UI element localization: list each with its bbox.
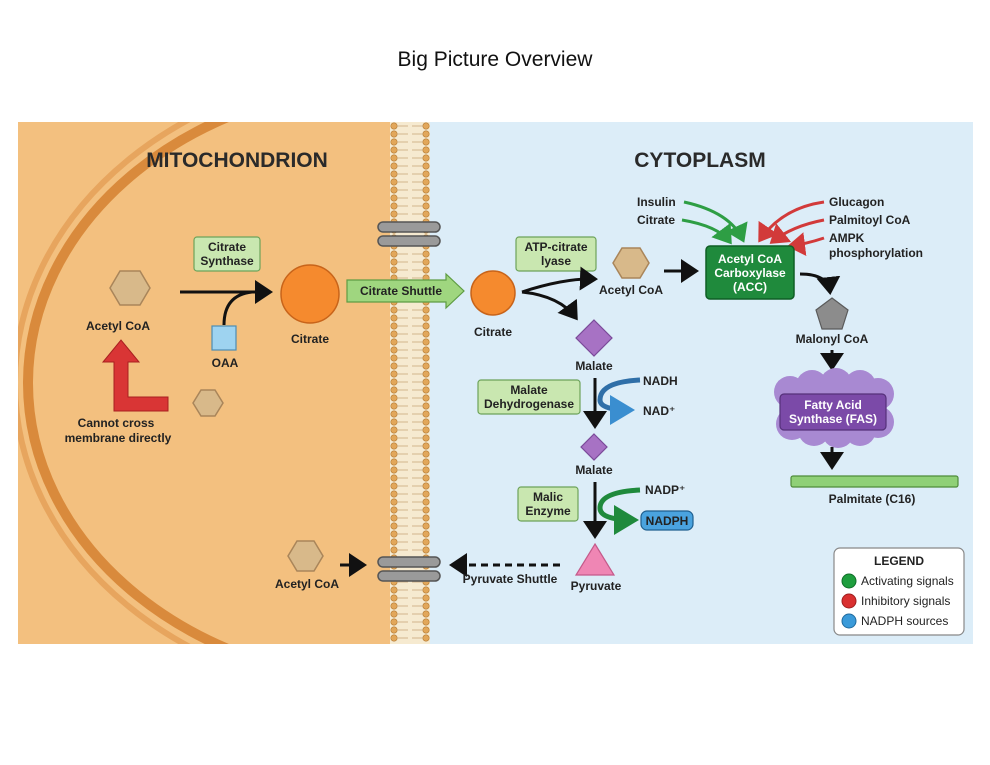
- cyto-citrate-label: Citrate: [474, 325, 512, 339]
- mito-citrate-label: Citrate: [291, 332, 329, 346]
- insulin-label: Insulin: [637, 195, 676, 209]
- legend-nadph-label: NADPH sources: [861, 614, 948, 628]
- citrate-shuttle-arrow: [346, 272, 465, 310]
- legend-nadph-swatch: [841, 613, 857, 629]
- oaa-join-curve: [222, 290, 253, 326]
- cytoplasm-heading: CYTOPLASM: [634, 149, 765, 172]
- citrate-synthase-label-1: Citrate: [208, 240, 246, 254]
- nadph-badge: [640, 510, 694, 531]
- palmitoyl-coa-label: Palmitoyl CoA: [829, 213, 911, 227]
- acc-label-3: (ACC): [733, 280, 767, 294]
- citrate-synthase-label-2: Synthase: [200, 254, 254, 268]
- oaa-square: [211, 325, 237, 351]
- malonyl-coa-label: Malonyl CoA: [796, 332, 869, 346]
- citrate-activation-arrow: [681, 218, 732, 245]
- ampk-inhibition-arrow: [787, 232, 825, 257]
- malate-label-1: Malate: [575, 359, 613, 373]
- acc-label-1: Acetyl CoA: [718, 252, 782, 266]
- nadh-curve: [597, 377, 641, 425]
- atp-citrate-lyase-label-1: ATP-citrate: [524, 240, 587, 254]
- nadp-curve: [597, 487, 641, 535]
- malate-diamond-2: [580, 433, 608, 461]
- atp-citrate-lyase-label-2: lyase: [541, 254, 571, 268]
- cyto-citrate-circle: [470, 270, 516, 316]
- acetyl-coa-hexagon: [109, 270, 151, 306]
- malate-dehydrogenase-label-2: Dehydrogenase: [484, 397, 574, 411]
- page-title: Big Picture Overview: [397, 48, 593, 71]
- ampk-label-1: AMPK: [829, 231, 865, 245]
- ampk-label-2: phosphorylation: [829, 246, 923, 260]
- acetyl-coa-hexagon-small: [192, 389, 224, 417]
- legend-title: LEGEND: [874, 554, 924, 568]
- mito-citrate-circle: [280, 264, 340, 324]
- acc-to-malonyl-arrow: [799, 272, 841, 295]
- malate-diamond: [575, 319, 613, 357]
- glucagon-label: Glucagon: [829, 195, 884, 209]
- pyruvate-channel: [377, 556, 441, 582]
- nadph-label: NADPH: [646, 514, 689, 528]
- legend-inhibitory-swatch: [841, 593, 857, 609]
- cannot-cross-label-1: Cannot cross: [78, 416, 155, 430]
- nadp-plus-label: NADP⁺: [645, 483, 685, 497]
- malate-dehydrogenase-label-1: Malate: [510, 383, 548, 397]
- citrate-channel: [377, 221, 441, 247]
- legend: LEGEND Activating signals Inhibitory sig…: [833, 547, 965, 636]
- cyto-acetyl-coa-label: Acetyl CoA: [599, 283, 663, 297]
- red-return-arrow: [101, 339, 169, 412]
- citrate-shuttle-label: Citrate Shuttle: [360, 284, 442, 298]
- malic-enzyme-label-2: Enzyme: [525, 504, 571, 518]
- insulin-activation-arrow: [683, 200, 748, 243]
- mitochondrion-outer-edge: [23, 122, 230, 644]
- cyto-acetyl-coa-hexagon: [612, 247, 650, 279]
- mitochondrion-region: [18, 122, 390, 644]
- legend-activating-swatch: [841, 573, 857, 589]
- palmitate-bar: [790, 475, 959, 488]
- acetyl-coa-hexagon-return: [287, 540, 324, 572]
- mito-acetyl-coa-label: Acetyl CoA: [86, 319, 150, 333]
- legend-activating-label: Activating signals: [861, 574, 954, 588]
- pyruvate-shuttle-label: Pyruvate Shuttle: [463, 572, 558, 586]
- palmitate-label: Palmitate (C16): [829, 492, 916, 506]
- fas-complex: [774, 368, 894, 448]
- pyruvate-triangle: [574, 542, 616, 576]
- lyase-to-malate-arrow: [521, 290, 578, 321]
- fas-label-1: Fatty Acid: [804, 398, 862, 412]
- malic-enzyme-label-1: Malic: [533, 490, 563, 504]
- malate-dehydrogenase-box: [477, 379, 581, 415]
- acc-box: [705, 245, 795, 300]
- citrate-synthase-box: [193, 236, 261, 272]
- legend-inhibitory-label: Inhibitory signals: [861, 594, 950, 608]
- cannot-cross-label-2: membrane directly: [65, 431, 172, 445]
- glucagon-inhibition-arrow: [758, 200, 825, 243]
- palmitoyl-inhibition-arrow: [769, 218, 825, 244]
- nad-plus-label: NAD⁺: [643, 404, 675, 418]
- acc-label-2: Carboxylase: [714, 266, 786, 280]
- malonyl-coa-pentagon: [815, 297, 849, 330]
- lyase-to-acetyl-arrow: [521, 266, 598, 294]
- nadh-label: NADH: [643, 374, 678, 388]
- mitochondrion-heading: MITOCHONDRION: [146, 149, 328, 172]
- pyruvate-label: Pyruvate: [571, 579, 622, 593]
- oaa-label: OAA: [212, 356, 239, 370]
- atp-citrate-lyase-box: [515, 236, 597, 272]
- mito-acetyl-coa-return-label: Acetyl CoA: [275, 577, 339, 591]
- fas-label-2: Synthase (FAS): [789, 412, 877, 426]
- malate-label-2: Malate: [575, 463, 613, 477]
- reg-citrate-label: Citrate: [637, 213, 675, 227]
- malic-enzyme-box: [517, 486, 579, 522]
